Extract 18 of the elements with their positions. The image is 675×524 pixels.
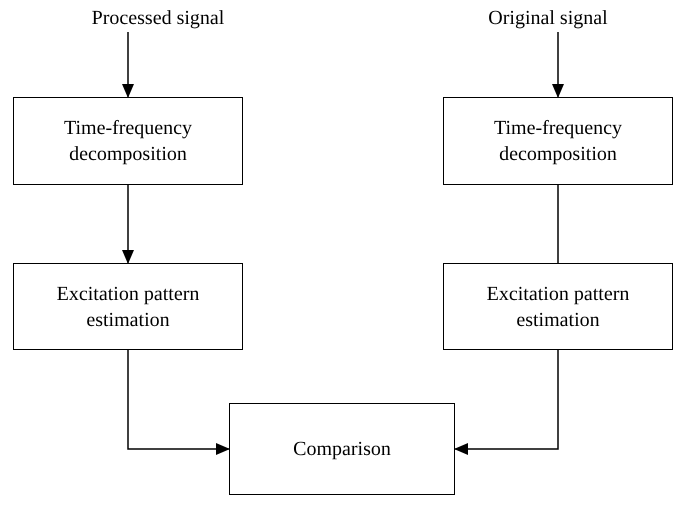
arrow	[454, 350, 559, 455]
arrow	[552, 32, 564, 98]
process-box	[229, 403, 455, 495]
signal-label: Original signal	[460, 4, 636, 32]
process-box	[443, 263, 673, 350]
box-label: Time-frequency decomposition	[62, 116, 194, 167]
connector-line	[557, 185, 559, 263]
arrow	[122, 185, 134, 264]
box-label: Comparison	[293, 437, 391, 462]
box-label: Time-frequency decomposition	[492, 116, 624, 167]
arrow	[122, 32, 134, 98]
process-box	[13, 97, 243, 185]
process-box	[13, 263, 243, 350]
process-box	[443, 97, 673, 185]
box-label: Excitation pattern estimation	[486, 282, 630, 332]
arrow	[127, 350, 230, 455]
signal-label: Processed signal	[70, 4, 246, 32]
box-label: Excitation pattern estimation	[56, 282, 200, 332]
